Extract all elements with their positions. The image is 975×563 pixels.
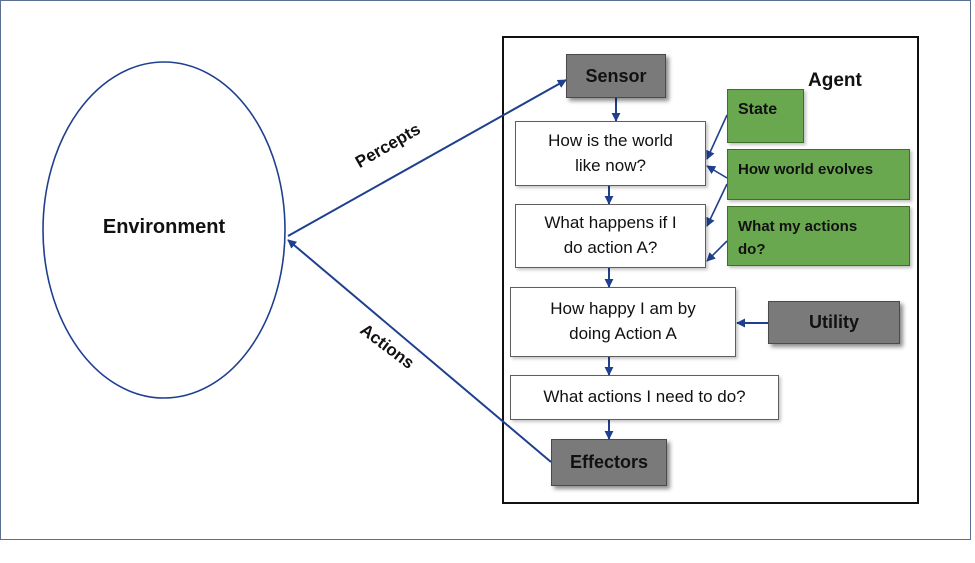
agent-title: Agent bbox=[808, 70, 862, 91]
my-actions-box: What my actions do? bbox=[727, 206, 910, 266]
my-actions-line-2: do? bbox=[738, 241, 766, 259]
world-now-box: How is the world like now? bbox=[515, 121, 706, 186]
world-evolves-label: How world evolves bbox=[738, 161, 874, 178]
world-now-line-2: like now? bbox=[575, 155, 646, 175]
effectors-box: Effectors bbox=[551, 439, 667, 486]
what-happens-box: What happens if I do action A? bbox=[515, 204, 706, 268]
environment-ellipse bbox=[42, 61, 286, 399]
state-box: State bbox=[727, 89, 804, 143]
actions-arrow bbox=[287, 239, 552, 463]
what-actions-box: What actions I need to do? bbox=[510, 375, 779, 420]
what-happens-line-2: do action A? bbox=[563, 238, 658, 257]
my-actions-line-1: What my actions bbox=[738, 218, 858, 235]
state-to-world-arrow bbox=[706, 114, 728, 160]
utility-box: Utility bbox=[768, 301, 900, 344]
agent-boundary bbox=[502, 36, 919, 504]
how-happy-box: How happy I am by doing Action A bbox=[510, 287, 736, 357]
actions-do-to-happens-arrow bbox=[706, 240, 728, 262]
world-evolves-box: How world evolves bbox=[727, 149, 910, 200]
effectors-label: Effectors bbox=[569, 452, 649, 472]
how-happy-line-1: How happy I am by bbox=[550, 299, 696, 319]
sensor-box: Sensor bbox=[566, 54, 666, 98]
world-now-line-1: How is the world bbox=[548, 130, 673, 150]
evolves-to-world-arrow bbox=[706, 165, 728, 179]
utility-label: Utility bbox=[808, 312, 859, 332]
state-label: State bbox=[738, 101, 778, 118]
percepts-arrow bbox=[287, 79, 567, 237]
how-happy-line-2: doing Action A bbox=[569, 324, 677, 343]
what-actions-label: What actions I need to do? bbox=[543, 387, 746, 407]
environment-label: Environment bbox=[102, 216, 226, 238]
evolves-to-happens-arrow bbox=[706, 183, 728, 227]
sensor-label: Sensor bbox=[585, 65, 647, 86]
outer-frame bbox=[0, 0, 971, 540]
what-happens-line-1: What happens if I bbox=[544, 213, 677, 233]
